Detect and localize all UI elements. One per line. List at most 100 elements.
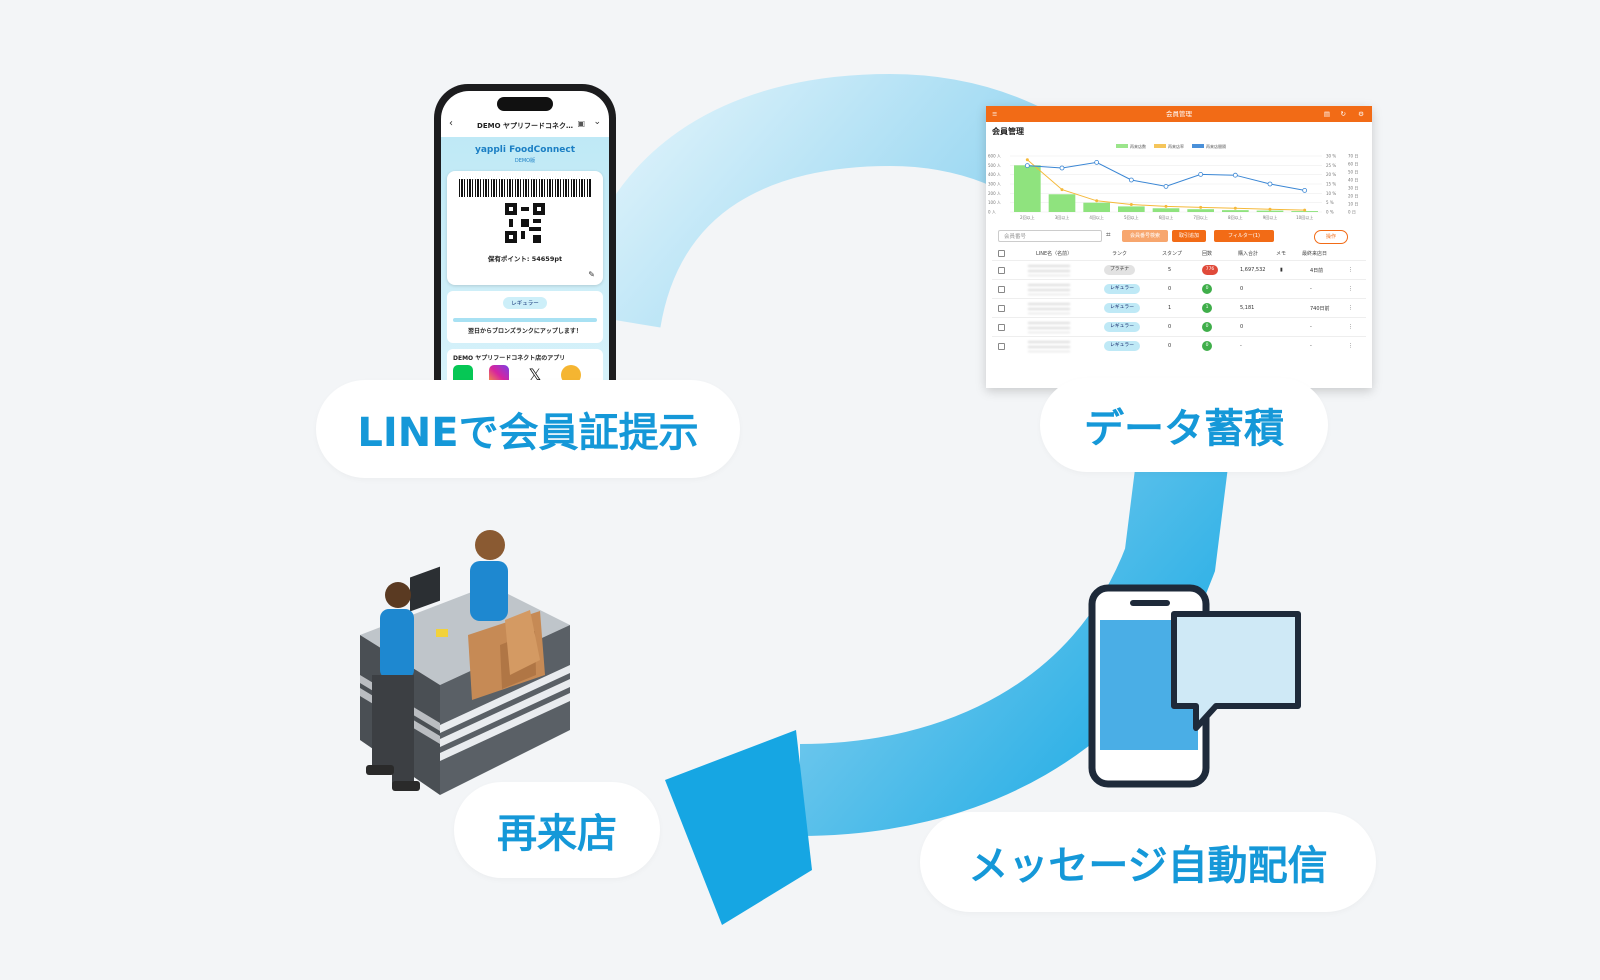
x-tick: 9回以上: [1263, 214, 1278, 220]
edit-icon[interactable]: ✎: [588, 270, 595, 279]
member-card: 保有ポイント: 54659pt ✎: [447, 171, 603, 285]
x-tick: 3回以上: [1055, 214, 1070, 220]
memo-cell: ▮: [1280, 267, 1283, 273]
add-transaction-button[interactable]: 取引追加: [1172, 230, 1206, 242]
interval-point: [1163, 184, 1169, 189]
row-checkbox[interactable]: [998, 286, 1005, 293]
stamp-cell: 0: [1168, 324, 1172, 330]
x-tick: 8回以上: [1228, 214, 1243, 220]
x-tick: 7回以上: [1193, 214, 1208, 220]
rate-point: [1233, 206, 1237, 210]
member-search-input[interactable]: 会員番号: [998, 230, 1102, 242]
instagram-icon[interactable]: [489, 365, 509, 384]
line-icon[interactable]: [453, 365, 473, 384]
step-data-store-label: データ蓄積: [1084, 406, 1284, 452]
step-message: メッセージ自動配信: [920, 812, 1376, 912]
count-badge: 0: [1202, 341, 1212, 351]
y-tick-right: 15 %: [1326, 182, 1336, 187]
back-icon[interactable]: ‹: [449, 118, 453, 129]
col-memo: メモ: [1276, 251, 1287, 257]
y-tick-right2: 60 日: [1348, 162, 1358, 167]
y-tick-left: 500 人: [988, 163, 1001, 168]
rate-point: [1025, 158, 1029, 162]
coin-icon[interactable]: [561, 365, 581, 384]
barcode: [459, 179, 591, 197]
barcode-scan-icon[interactable]: ⌗: [1106, 230, 1111, 239]
row-menu-icon[interactable]: ⋮: [1348, 324, 1353, 330]
interval-point: [1059, 165, 1065, 171]
row-menu-icon[interactable]: ⋮: [1348, 343, 1353, 349]
total-cell: 0: [1240, 286, 1244, 292]
row-menu-icon[interactable]: ⋮: [1348, 267, 1353, 273]
legend-swatch: [1154, 144, 1166, 148]
y-tick-left: 300 人: [988, 182, 1001, 187]
dashboard-heading: 会員管理: [992, 127, 1024, 136]
refresh-icon[interactable]: ↻: [1340, 110, 1346, 118]
x-tick: 6回以上: [1159, 214, 1174, 220]
x-tick: 2回以上: [1020, 214, 1035, 220]
phone-screen: ‹ DEMO ヤプリフードコネク… ▣ ⌄ yappli FoodConnect…: [441, 91, 609, 384]
row-checkbox[interactable]: [998, 324, 1005, 331]
points-balance: 保有ポイント: 54659pt: [487, 255, 563, 263]
member-search-button[interactable]: 会員番号検索: [1122, 230, 1168, 242]
last-visit-cell: -: [1310, 324, 1312, 330]
rate-point: [1095, 199, 1099, 203]
dynamic-island: [497, 97, 553, 111]
interval-point: [1024, 163, 1030, 169]
count-badge: 0: [1202, 322, 1212, 332]
legend-swatch: [1192, 144, 1204, 148]
legend-label: 再来店間隔: [1206, 143, 1226, 149]
step-revisit: 再来店: [454, 782, 660, 878]
row-checkbox[interactable]: [998, 343, 1005, 350]
bar: [1014, 165, 1041, 212]
y-tick-right: 30 %: [1326, 154, 1336, 159]
interval-point: [1267, 181, 1273, 187]
row-menu-icon[interactable]: ⋮: [1348, 286, 1353, 292]
row-checkbox[interactable]: [998, 267, 1005, 274]
dashboard-bar-title: 会員管理: [1166, 110, 1192, 118]
chevron-down-icon[interactable]: ⌄: [593, 117, 601, 127]
col-last-visit: 最終来店日: [1302, 251, 1328, 257]
gear-icon[interactable]: ⚙: [1358, 110, 1364, 118]
last-visit-cell: -: [1310, 343, 1312, 349]
last-visit-cell: 4日前: [1310, 268, 1324, 274]
rate-point: [1129, 203, 1133, 207]
stamp-cell: 0: [1168, 343, 1172, 349]
chat-icon[interactable]: ▤: [1323, 110, 1330, 118]
store-checkout-illustration: [360, 530, 570, 795]
count-badge: 0: [1202, 284, 1212, 294]
y-tick-left: 0 人: [988, 210, 996, 215]
table-row[interactable]: レギュラー 0 0 0 - ⋮: [992, 279, 1366, 299]
actions-button[interactable]: 操作: [1314, 230, 1348, 244]
select-all-checkbox[interactable]: [998, 250, 1005, 257]
count-badge: 1: [1202, 303, 1212, 313]
y-tick-right2: 20 日: [1348, 194, 1358, 199]
step-line-card-label: LINEで会員証提示: [357, 410, 699, 456]
bar: [1256, 210, 1284, 212]
step-revisit-label: 再来店: [497, 811, 617, 857]
x-icon[interactable]: 𝕏: [525, 365, 545, 384]
total-cell: -: [1240, 343, 1242, 349]
bar: [1048, 194, 1076, 212]
row-menu-icon[interactable]: ⋮: [1348, 305, 1353, 311]
y-tick-right2: 70 日: [1348, 154, 1358, 159]
stamp-cell: 0: [1168, 286, 1172, 292]
calendar-icon[interactable]: ▣: [577, 119, 585, 128]
menu-icon[interactable]: ≡: [992, 110, 998, 118]
y-tick-right: 0 %: [1326, 210, 1334, 215]
rate-point: [1199, 205, 1203, 209]
rank-tag: レギュラー: [1104, 284, 1140, 294]
total-cell: 1,697,532: [1240, 267, 1266, 273]
y-tick-right2: 0 日: [1348, 210, 1356, 215]
filter-button[interactable]: フィルター(1): [1214, 230, 1274, 242]
dashboard-top-bar: ≡ 会員管理 ▤ ↻ ⚙: [986, 106, 1372, 122]
rank-tag: プラチナ: [1104, 265, 1136, 275]
legend-label: 再来店率: [1168, 143, 1184, 149]
last-visit-cell: -: [1310, 286, 1312, 292]
count-badge: 776: [1202, 265, 1218, 275]
row-checkbox[interactable]: [998, 305, 1005, 312]
